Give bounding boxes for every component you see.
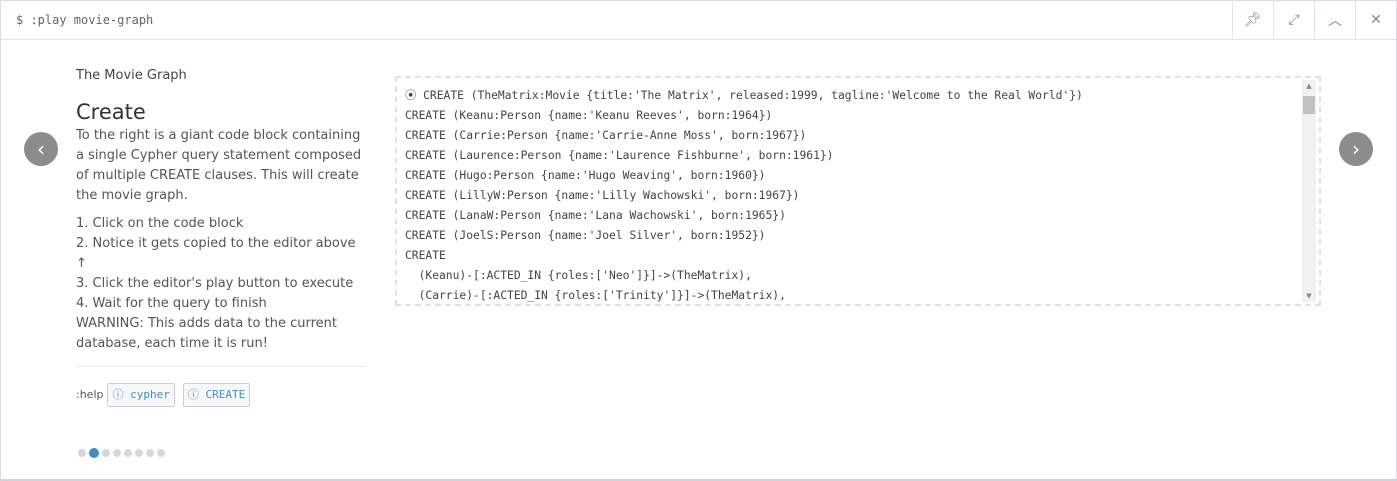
- pagination-dot[interactable]: [157, 449, 165, 457]
- help-label: :help: [76, 388, 104, 401]
- next-slide-button[interactable]: ›: [1339, 132, 1373, 166]
- code-text: CREATE: [405, 249, 446, 262]
- step: 2. Notice it gets copied to the editor a…: [76, 236, 356, 271]
- play-icon[interactable]: ⦿: [405, 89, 424, 102]
- pagination-dot[interactable]: [102, 449, 110, 457]
- step: 1. Click on the code block: [76, 216, 244, 231]
- code-line: (Carrie)-[:ACTED_IN {roles:['Trinity']}]…: [405, 286, 1083, 304]
- code-line: CREATE (Laurence:Person {name:'Laurence …: [405, 146, 1083, 166]
- chevron-left-icon: ‹: [37, 137, 45, 161]
- code-text: CREATE (Hugo:Person {name:'Hugo Weaving'…: [405, 169, 766, 182]
- divider: [76, 366, 366, 367]
- scroll-down-icon[interactable]: ▼: [1306, 292, 1312, 300]
- code-text: CREATE (LanaW:Person {name:'Lana Wachows…: [405, 209, 786, 222]
- code-text: CREATE (Laurence:Person {name:'Laurence …: [405, 149, 834, 162]
- pagination-dot[interactable]: [135, 449, 143, 457]
- slide-intro: To the right is a giant code block conta…: [76, 128, 362, 203]
- code-line: CREATE (LillyW:Person {name:'Lilly Wacho…: [405, 186, 1083, 206]
- pin-button[interactable]: 📌︎: [1232, 1, 1273, 39]
- slide-text: The Movie Graph Create To the right is a…: [76, 66, 366, 407]
- help-row: :help ⓘ cypher ⓘ CREATE: [76, 383, 366, 407]
- chip-label: CREATE: [205, 388, 246, 401]
- help-chip-create[interactable]: ⓘ CREATE: [182, 383, 251, 407]
- code-line: (Keanu)-[:ACTED_IN {roles:['Neo']}]->(Th…: [405, 266, 1083, 286]
- code-text: CREATE (LillyW:Person {name:'Lilly Wacho…: [405, 189, 800, 202]
- command-text[interactable]: $ :play movie-graph: [16, 13, 154, 27]
- help-chip-cypher[interactable]: ⓘ cypher: [107, 383, 175, 407]
- code-text: CREATE (JoelS:Person {name:'Joel Silver'…: [405, 229, 766, 242]
- pagination-dot[interactable]: [89, 448, 99, 458]
- step: 4. Wait for the query to finish: [76, 296, 267, 311]
- frame-header: $ :play movie-graph 📌︎ ⤢ ︿ ✕: [1, 1, 1396, 40]
- chip-label: cypher: [130, 388, 170, 401]
- pagination-dot[interactable]: [78, 449, 86, 457]
- code-text: (Carrie)-[:ACTED_IN {roles:['Trinity']}]…: [405, 289, 786, 302]
- code-line: CREATE (Hugo:Person {name:'Hugo Weaving'…: [405, 166, 1083, 186]
- pagination-dot[interactable]: [113, 449, 121, 457]
- code-line: CREATE (LanaW:Person {name:'Lana Wachows…: [405, 206, 1083, 226]
- code-line: CREATE: [405, 246, 1083, 266]
- code-line: CREATE (JoelS:Person {name:'Joel Silver'…: [405, 226, 1083, 246]
- code-text: (Keanu)-[:ACTED_IN {roles:['Neo']}]->(Th…: [405, 269, 752, 282]
- scrollbar-thumb[interactable]: [1303, 96, 1315, 114]
- code-line: ⦿ CREATE (TheMatrix:Movie {title:'The Ma…: [405, 86, 1083, 106]
- close-icon: ✕: [1370, 12, 1382, 28]
- code-line: CREATE (Keanu:Person {name:'Keanu Reeves…: [405, 106, 1083, 126]
- close-button[interactable]: ✕: [1355, 1, 1396, 39]
- pagination-dots: [78, 448, 165, 458]
- pagination-dot[interactable]: [124, 449, 132, 457]
- code-text: CREATE (TheMatrix:Movie {title:'The Matr…: [423, 89, 1083, 102]
- code-line: CREATE (Carrie:Person {name:'Carrie-Anne…: [405, 126, 1083, 146]
- code-lines[interactable]: ⦿ CREATE (TheMatrix:Movie {title:'The Ma…: [405, 86, 1083, 304]
- collapse-button[interactable]: ︿: [1314, 1, 1355, 39]
- code-text: CREATE (Keanu:Person {name:'Keanu Reeves…: [405, 109, 773, 122]
- pin-icon: 📌︎: [1244, 12, 1262, 28]
- previous-slide-button[interactable]: ‹: [24, 132, 58, 166]
- scroll-up-icon[interactable]: ▲: [1306, 82, 1312, 90]
- code-text: CREATE (Carrie:Person {name:'Carrie-Anne…: [405, 129, 807, 142]
- code-block[interactable]: ⦿ CREATE (TheMatrix:Movie {title:'The Ma…: [395, 76, 1321, 306]
- slide-title: Create: [76, 100, 146, 124]
- pagination-dot[interactable]: [146, 449, 154, 457]
- warning-text: WARNING: This adds data to the current d…: [76, 316, 337, 351]
- chevron-right-icon: ›: [1352, 137, 1360, 161]
- fullscreen-button[interactable]: ⤢: [1273, 1, 1314, 39]
- slide-subtitle: The Movie Graph: [76, 68, 187, 83]
- chevron-up-icon: ︿: [1328, 13, 1342, 29]
- expand-icon: ⤢: [1288, 12, 1300, 28]
- scrollbar[interactable]: ▲ ▼: [1302, 80, 1316, 302]
- step: 3. Click the editor's play button to exe…: [76, 276, 354, 291]
